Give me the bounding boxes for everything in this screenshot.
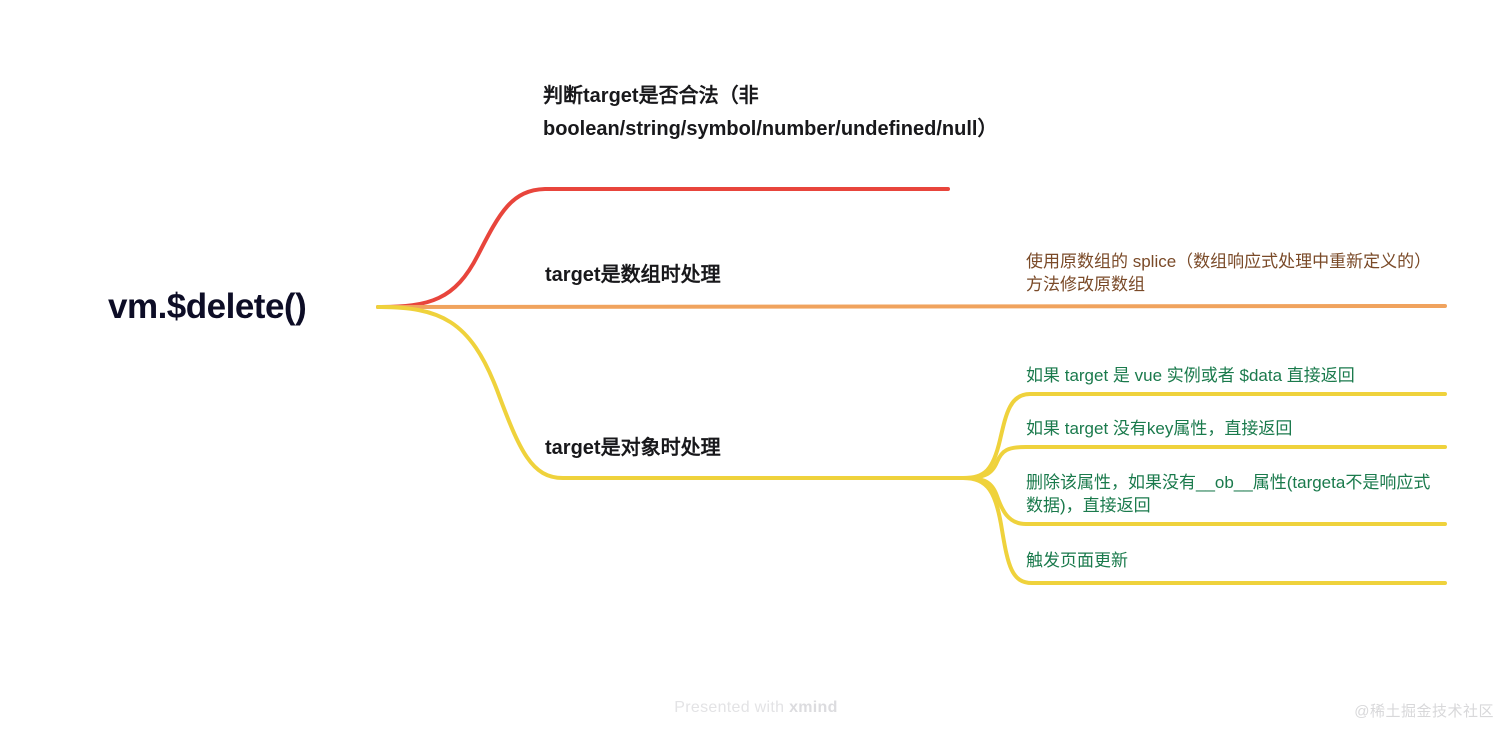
connector-root-to-array (376, 304, 1447, 309)
leaf-trigger-update[interactable]: 触发页面更新 (1026, 551, 1128, 570)
topic-validate-target[interactable]: 判断target是否合法（非boolean/string/symbol/numb… (543, 85, 998, 140)
topic-target-is-object[interactable]: target是对象时处理 (545, 437, 721, 459)
leaf-has-key-check[interactable]: 如果 target 没有key属性，直接返回 (1026, 419, 1293, 438)
leaf-splice-method[interactable]: 使用原数组的 splice（数组响应式处理中重新定义的）方法修改原数组 (1026, 252, 1432, 294)
root-topic[interactable]: vm.$delete() (108, 287, 307, 326)
leaf-vue-instance-check[interactable]: 如果 target 是 vue 实例或者 $data 直接返回 (1026, 366, 1355, 385)
xmind-watermark-prefix: Presented with (674, 699, 790, 716)
site-watermark: @稀土掘金技术社区 (1354, 703, 1494, 720)
leaf-delete-property[interactable]: 删除该属性，如果没有__ob__属性(targeta不是响应式数据)，直接返回 (1026, 473, 1431, 515)
xmind-brand: xmind (789, 699, 838, 716)
xmind-watermark: Presented with xmind (0, 699, 1512, 717)
topic-target-is-array[interactable]: target是数组时处理 (545, 264, 721, 286)
connector-root-to-validate (376, 187, 950, 309)
